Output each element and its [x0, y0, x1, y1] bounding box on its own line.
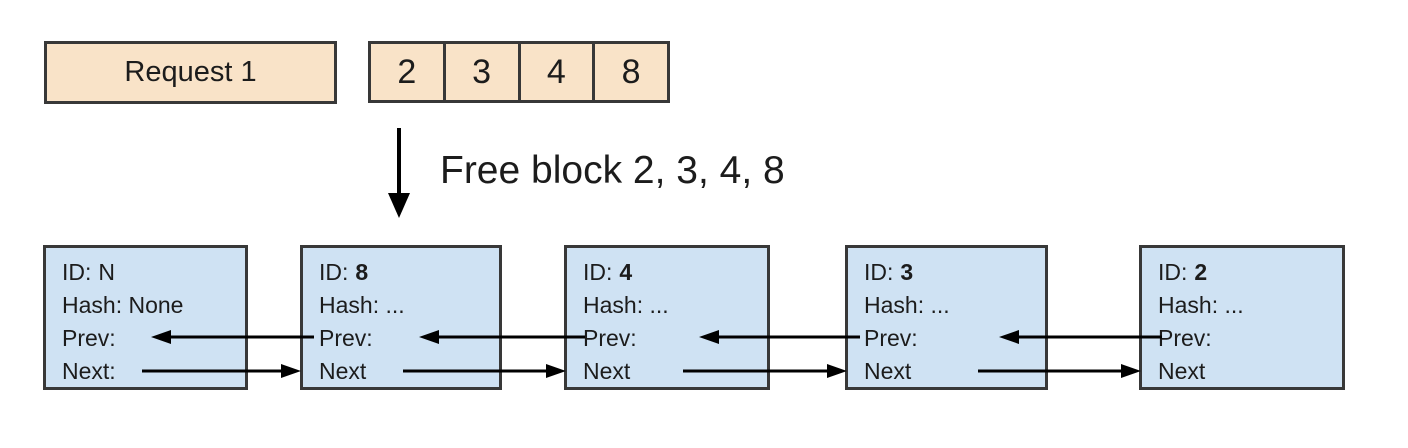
block-cell-label: 3 [472, 52, 492, 91]
node-id-label: ID: [319, 259, 349, 285]
block-cell-label: 4 [546, 52, 566, 91]
block-cell-label: 2 [397, 52, 417, 91]
node-next-label: Next [319, 358, 367, 384]
node-prev-label: Prev: [319, 325, 373, 351]
node-id-line: ID:2 [1158, 256, 1336, 289]
block-cell-3: 3 [442, 44, 518, 100]
node-id-label: ID: [864, 259, 894, 285]
node-id-line: ID:3 [864, 256, 1039, 289]
node-hash-line: Hash: ... [864, 292, 950, 318]
block-cell-2: 2 [371, 44, 443, 100]
node-id-line: ID:4 [583, 256, 761, 289]
node-next-label: Next [1158, 358, 1206, 384]
node-prev-label: Prev: [864, 325, 918, 351]
node-hash-line: Hash: ... [319, 292, 405, 318]
node-id-label: ID: [1158, 259, 1188, 285]
free-block-strip: 2 3 4 8 [368, 41, 670, 103]
node-hash-line: Hash: ... [583, 292, 669, 318]
node-id-value: 4 [619, 259, 633, 285]
node-id-value: 2 [1194, 259, 1208, 285]
block-cell-4: 4 [517, 44, 593, 100]
transition-label: Free block 2, 3, 4, 8 [440, 149, 785, 192]
list-node-3: ID:3 Hash: ... Prev: Next [845, 245, 1048, 390]
request-box: Request 1 [44, 41, 337, 104]
node-id-line: ID:8 [319, 256, 493, 289]
list-node-2: ID:2 Hash: ... Prev: Next [1139, 245, 1345, 390]
down-arrow [388, 128, 410, 218]
node-hash-line: Hash: ... [1158, 292, 1244, 318]
request-box-label: Request 1 [124, 56, 257, 88]
node-next-label: Next [864, 358, 912, 384]
node-id-value: 8 [355, 259, 369, 285]
list-node-head: ID:N Hash: None Prev: Next: [43, 245, 248, 390]
node-id-value: 3 [900, 259, 914, 285]
node-prev-label: Prev: [583, 325, 637, 351]
block-cell-8: 8 [592, 44, 667, 100]
node-prev-label: Prev: [1158, 325, 1212, 351]
node-id-value: N [98, 259, 116, 285]
node-prev-label: Prev: [62, 325, 116, 351]
list-node-8: ID:8 Hash: ... Prev: Next [300, 245, 502, 390]
node-id-label: ID: [62, 259, 92, 285]
block-cell-label: 8 [621, 52, 641, 91]
node-hash-line: Hash: None [62, 292, 184, 318]
node-id-label: ID: [583, 259, 613, 285]
node-id-line: ID:N [62, 256, 239, 289]
list-node-4: ID:4 Hash: ... Prev: Next [564, 245, 770, 390]
node-next-label: Next: [62, 358, 116, 384]
node-next-label: Next [583, 358, 631, 384]
